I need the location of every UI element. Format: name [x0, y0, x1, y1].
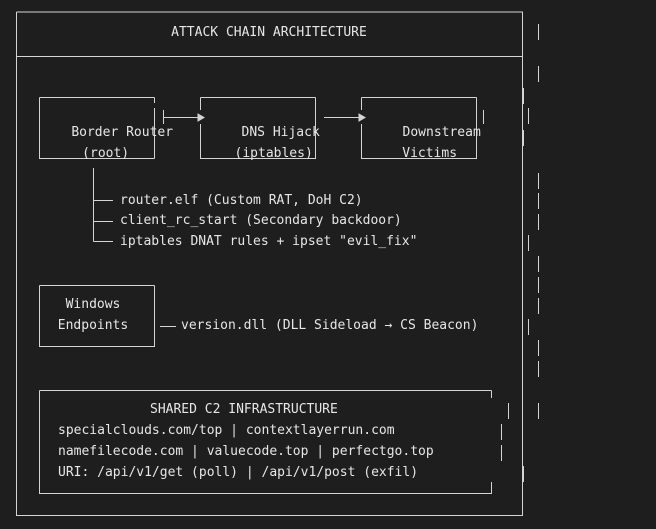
downstream-line1: Downstream — [402, 125, 481, 140]
c2-box — [39, 390, 492, 494]
c2-line-1: specialclouds.com/top | contextlayerrun.… — [58, 423, 395, 438]
windows-label-1: Windows — [65, 297, 121, 312]
border-router-line2: (root) — [82, 146, 130, 161]
border-router-label: Border Router — [40, 109, 173, 157]
router-tree — [93, 168, 113, 242]
dns-hijack-line1: DNS Hijack — [241, 125, 320, 140]
router-component-2: client_rc_start (Secondary backdoor) — [120, 213, 402, 228]
downstream-box — [361, 97, 477, 159]
dns-hijack-label: DNS Hijack — [201, 109, 329, 157]
border-router-box — [39, 97, 155, 159]
downstream-label: Downstream — [362, 109, 490, 157]
router-component-1: router.elf (Custom RAT, DoH C2) — [120, 193, 363, 208]
router-component-3: iptables DNAT rules + ipset "evil_fix" — [120, 234, 418, 249]
c2-line-3: URI: /api/v1/get (poll) | /api/v1/post (… — [58, 465, 419, 480]
windows-label-2: Endpoints — [57, 318, 129, 333]
arrow-dns-to-downstream — [324, 113, 366, 122]
c2-title: SHARED C2 INFRASTRUCTURE — [150, 402, 338, 417]
border-router-line1: Border Router — [71, 125, 174, 140]
arrow-router-to-dns — [163, 110, 205, 124]
windows-component: version.dll (DLL Sideload → CS Beacon) — [181, 318, 479, 333]
dns-hijack-label-2: (iptables) — [201, 130, 315, 178]
diagram-title: ATTACK CHAIN ARCHITECTURE — [171, 25, 367, 40]
windows-box — [39, 285, 155, 347]
outer-frame — [16, 11, 523, 516]
dns-hijack-line2: (iptables) — [234, 146, 313, 161]
c2-line-2: namefilecode.com | valuecode.top | perfe… — [58, 444, 434, 459]
right-edge-artifacts — [501, 24, 539, 482]
downstream-label-2: Victims — [362, 130, 466, 178]
downstream-line2: Victims — [402, 146, 458, 161]
border-router-label-2: (root) — [40, 130, 140, 178]
dns-hijack-box — [200, 97, 316, 159]
